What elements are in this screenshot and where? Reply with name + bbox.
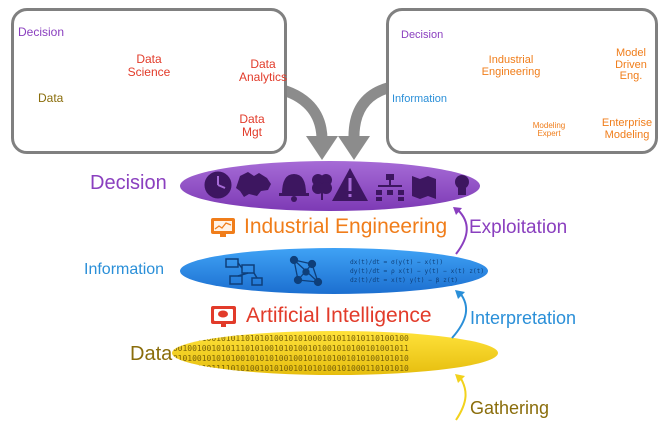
mde-line: Driven xyxy=(615,58,647,71)
data-mgt-line: Mgt xyxy=(241,124,262,139)
modeling-expert-label: Modeling Expert xyxy=(531,121,567,139)
main-decision-layer xyxy=(180,161,480,211)
gathering-arrow-icon xyxy=(455,374,467,421)
data-science-line: Data xyxy=(136,52,162,66)
expert-line: Expert xyxy=(537,129,561,139)
data-science-label: Data Science xyxy=(124,53,174,78)
network-graph-icon xyxy=(289,255,323,287)
model-driven-eng-label: Model Driven Eng. xyxy=(608,47,654,83)
warning-icon xyxy=(332,168,368,201)
merge-arrow-right-icon xyxy=(338,81,398,160)
industrial-engineering-label: Industrial Engineering xyxy=(244,215,448,238)
clock-icon xyxy=(204,171,232,199)
main-data-layer: 0101010100101011010101001010100010101101… xyxy=(168,331,498,375)
lightbulb-icon xyxy=(455,175,469,195)
binary-row: 1001001001010111010100101010010100101010… xyxy=(168,344,409,353)
exploitation-label: Exploitation xyxy=(469,217,568,238)
expert-line: Modeling xyxy=(532,121,566,130)
equation-line: dy(t)/dt = ρ x(t) − y(t) − x(t) z(t) xyxy=(350,268,484,275)
mde-line: Model xyxy=(616,47,646,59)
europe-map-icon xyxy=(236,172,271,197)
right-ie-line: Engineering xyxy=(481,65,541,78)
data-mgt-label: Data Mgt xyxy=(238,113,266,138)
org-chart-icon xyxy=(376,174,404,201)
bell-icon xyxy=(279,174,309,202)
data-analytics-line: Data xyxy=(250,57,276,71)
binary-row: 0101010100101011010101001010100010101101… xyxy=(168,334,409,343)
exploitation-arrow-icon xyxy=(453,207,468,255)
interpretation-arrow-icon xyxy=(451,290,468,339)
data-mgt-line: Data xyxy=(239,112,265,126)
industrial-engineering-icon xyxy=(211,218,235,237)
binary-row: 1010010101111010100101010010101010010100… xyxy=(168,364,409,373)
right-ie-line: Industrial xyxy=(488,54,534,66)
data-analytics-label: Data Analytics xyxy=(237,58,289,83)
equation-line: dz(t)/dt = x(t) y(t) − β z(t) xyxy=(350,277,458,284)
equation-line: dx(t)/dt = σ(y(t) − x(t)) xyxy=(350,259,443,266)
main-data-label: Data xyxy=(130,343,173,365)
em-line: Modeling xyxy=(604,128,650,141)
gathering-label: Gathering xyxy=(470,398,550,418)
flowchart-icon xyxy=(225,258,263,286)
artificial-intelligence-icon xyxy=(211,306,236,327)
left-overview-panel xyxy=(11,8,287,154)
artificial-intelligence-label: Artificial Intelligence xyxy=(246,304,432,327)
data-science-line: Science xyxy=(127,64,171,79)
data-analytics-line: Analytics xyxy=(238,69,288,84)
main-decision-label: Decision xyxy=(90,172,167,194)
binary-row: 0010100101010100101010100100101010100101… xyxy=(168,354,409,363)
right-industrial-engineering-label: Industrial Engineering xyxy=(477,54,545,78)
right-information-label: Information xyxy=(392,93,448,105)
main-information-layer: dx(t)/dt = σ(y(t) − x(t)) dy(t)/dt = ρ x… xyxy=(180,248,488,294)
right-overview-panel xyxy=(386,8,658,154)
clover-icon xyxy=(312,174,332,200)
right-decision-label: Decision xyxy=(401,29,444,41)
em-line: Enterprise xyxy=(601,117,653,129)
interpretation-label: Interpretation xyxy=(470,308,577,328)
left-decision-label: Decision xyxy=(18,25,65,39)
main-information-label: Information xyxy=(84,261,165,278)
mde-line: Eng. xyxy=(619,70,643,83)
folded-map-icon xyxy=(412,176,436,199)
left-data-label: Data xyxy=(38,91,64,105)
enterprise-modeling-label: Enterprise Modeling xyxy=(597,117,657,141)
